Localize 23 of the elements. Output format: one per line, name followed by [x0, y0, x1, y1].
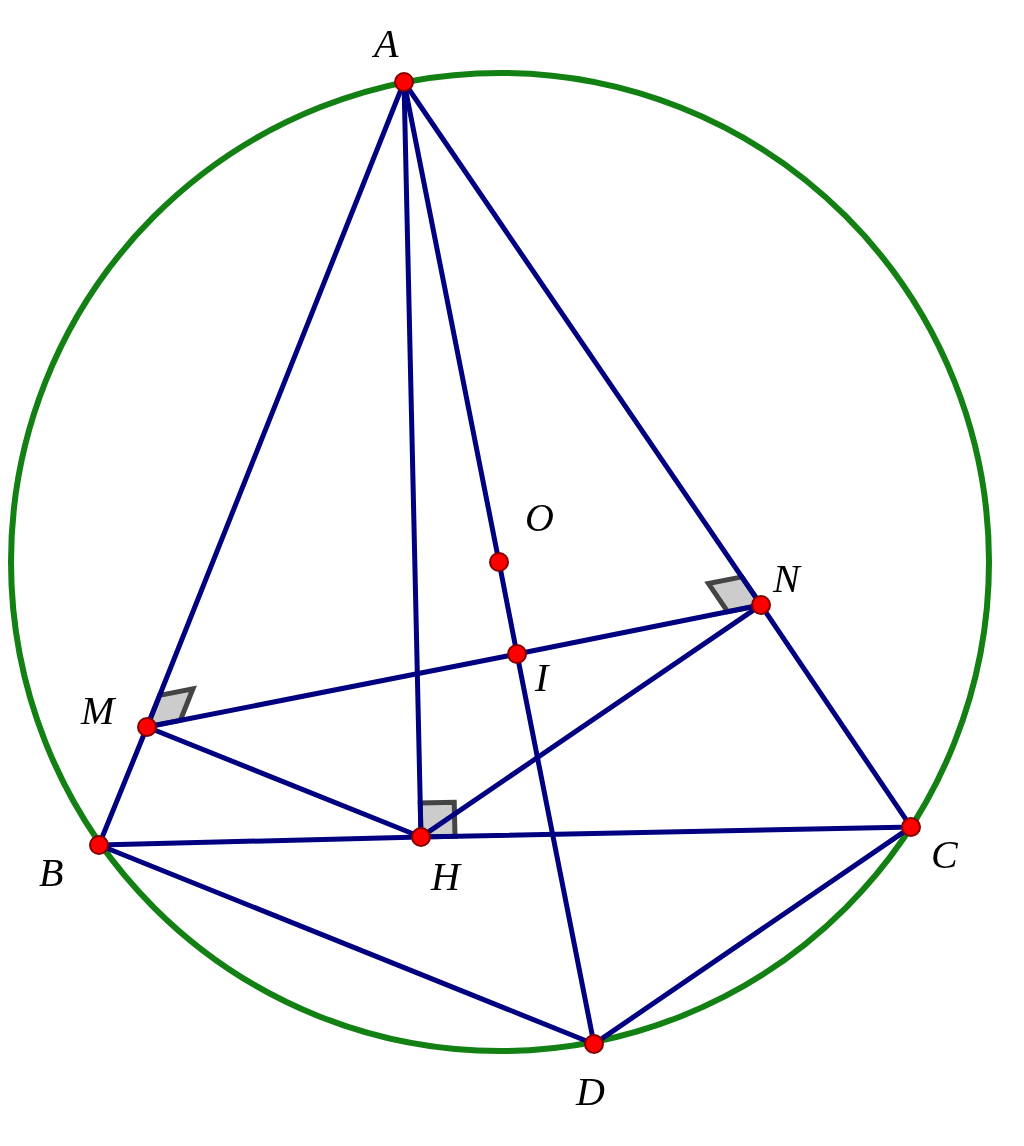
- point-label: O: [525, 498, 554, 538]
- point-label: D: [576, 1072, 605, 1112]
- line-segment: [516, 661, 595, 1037]
- line-segment: [105, 846, 588, 1043]
- line-segment: [599, 830, 906, 1041]
- line-segment: [100, 733, 146, 839]
- line-segment: [407, 87, 758, 600]
- line-segment: [426, 608, 756, 834]
- point-label: C: [931, 835, 958, 875]
- point-label: N: [773, 559, 800, 599]
- point-label: B: [39, 853, 64, 893]
- line-segment: [153, 728, 415, 836]
- line-segment: [148, 88, 403, 721]
- line-segment: [154, 653, 510, 728]
- point-label: A: [374, 24, 399, 64]
- point-label: I: [535, 658, 549, 698]
- line-segment: [403, 89, 500, 555]
- line-segment: [498, 569, 518, 647]
- point-label: H: [431, 857, 460, 897]
- point-label: M: [81, 691, 115, 731]
- line-segment: [524, 604, 754, 655]
- line-segment: [764, 610, 908, 822]
- line-segment: [401, 89, 424, 830]
